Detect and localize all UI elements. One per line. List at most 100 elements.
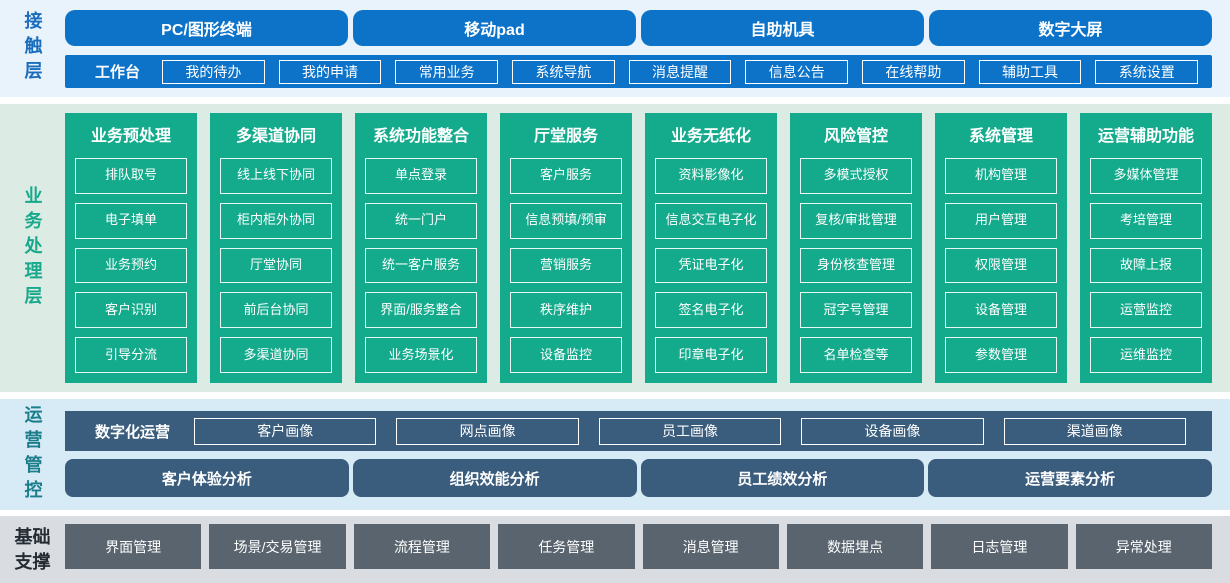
business-column-title: 系统管理 <box>968 128 1033 145</box>
business-column-item[interactable]: 凭证电子化 <box>655 247 767 284</box>
business-column-item[interactable]: 冠字号管理 <box>800 292 912 329</box>
workbench-item[interactable]: 在线帮助 <box>862 59 965 84</box>
business-column-item[interactable]: 故障上报 <box>1090 247 1202 284</box>
business-column-item[interactable]: 印章电子化 <box>655 337 767 373</box>
business-column-item[interactable]: 机构管理 <box>945 158 1057 194</box>
business-column-item[interactable]: 运维监控 <box>1090 337 1202 373</box>
business-column-item[interactable]: 多媒体管理 <box>1090 158 1202 194</box>
business-column-item[interactable]: 柜内柜外协同 <box>220 202 332 239</box>
business-column-item[interactable]: 业务预约 <box>75 247 187 284</box>
business-column-item[interactable]: 设备监控 <box>510 337 622 373</box>
foundation-item[interactable]: 日志管理 <box>931 524 1068 569</box>
business-column-item[interactable]: 资料影像化 <box>655 158 767 194</box>
foundation-item[interactable]: 界面管理 <box>65 524 202 569</box>
business-column-item[interactable]: 统一门户 <box>365 202 477 239</box>
business-column-item[interactable]: 考培管理 <box>1090 202 1202 239</box>
business-column-item[interactable]: 界面/服务整合 <box>365 292 477 329</box>
terminal-button[interactable]: PC/图形终端 <box>65 10 348 46</box>
foundation-layer-label: 基础支撑 <box>14 527 51 572</box>
foundation-item[interactable]: 任务管理 <box>498 524 635 569</box>
foundation-item[interactable]: 流程管理 <box>353 524 491 569</box>
business-column: 多渠道协同线上线下协同柜内柜外协同厅堂协同前后台协同多渠道协同 <box>210 113 342 383</box>
workbench-item[interactable]: 辅助工具 <box>978 59 1082 84</box>
workbench-item[interactable]: 常用业务 <box>395 59 499 84</box>
business-column-item[interactable]: 运营监控 <box>1090 292 1202 329</box>
business-column: 运营辅助功能多媒体管理考培管理故障上报运营监控运维监控 <box>1080 113 1212 383</box>
digital-portrait-item[interactable]: 员工画像 <box>598 417 782 445</box>
business-column-item[interactable]: 单点登录 <box>365 158 477 194</box>
business-column: 系统功能整合单点登录统一门户统一客户服务界面/服务整合业务场景化 <box>355 113 487 383</box>
business-column-item[interactable]: 名单检查等 <box>800 337 912 373</box>
foundation-item[interactable]: 场景/交易管理 <box>209 524 346 569</box>
workbench-item[interactable]: 系统导航 <box>512 59 615 84</box>
terminal-button[interactable]: 自助机具 <box>641 10 924 46</box>
business-column-item[interactable]: 线上线下协同 <box>220 158 332 194</box>
business-layer: 业务处理层 业务预处理排队取号电子填单业务预约客户识别引导分流多渠道协同线上线下… <box>0 104 1230 392</box>
foundation-layer-label-area: 基础支撑 <box>0 516 65 583</box>
digital-portrait-item[interactable]: 设备画像 <box>801 417 984 445</box>
business-column-item[interactable]: 权限管理 <box>945 247 1057 284</box>
business-column-title: 多渠道协同 <box>235 128 316 145</box>
analysis-box[interactable]: 客户体验分析 <box>65 459 349 497</box>
operations-layer: 运营管控 数字化运营 客户画像网点画像员工画像设备画像渠道画像 客户体验分析组织… <box>0 399 1230 510</box>
workbench-item[interactable]: 系统设置 <box>1095 59 1199 84</box>
business-column-item[interactable]: 业务场景化 <box>365 337 477 373</box>
workbench-item[interactable]: 我的待办 <box>162 59 265 84</box>
business-column-title: 风险管控 <box>823 128 888 145</box>
analysis-box[interactable]: 组织效能分析 <box>352 459 637 497</box>
business-column-title: 厅堂服务 <box>533 128 598 145</box>
business-column-item[interactable]: 身份核查管理 <box>800 247 912 284</box>
operations-layer-label: 运营管控 <box>22 404 43 505</box>
business-column-item[interactable]: 营销服务 <box>510 247 622 284</box>
business-column-item[interactable]: 秩序维护 <box>510 292 622 329</box>
workbench-label: 工作台 <box>95 64 141 81</box>
business-column-item[interactable]: 客户服务 <box>510 158 622 194</box>
business-column-item[interactable]: 信息预填/预审 <box>510 202 622 239</box>
contact-layer-label-area: 接触层 <box>0 0 65 97</box>
digital-operations-label: 数字化运营 <box>95 423 171 441</box>
digital-operations-items: 客户画像网点画像员工画像设备画像渠道画像 <box>194 417 1186 445</box>
workbench-items: 我的待办我的申请常用业务系统导航消息提醒信息公告在线帮助辅助工具系统设置 <box>162 59 1199 84</box>
business-column: 业务预处理排队取号电子填单业务预约客户识别引导分流 <box>65 113 197 383</box>
business-column-item[interactable]: 参数管理 <box>945 337 1057 373</box>
business-column-item[interactable]: 电子填单 <box>75 202 187 239</box>
analysis-box[interactable]: 运营要素分析 <box>928 459 1212 497</box>
foundation-item[interactable]: 数据埋点 <box>786 524 924 569</box>
business-column-item[interactable]: 排队取号 <box>75 158 187 194</box>
business-column-item[interactable]: 统一客户服务 <box>365 247 477 284</box>
analysis-box[interactable]: 员工绩效分析 <box>640 459 925 497</box>
business-column-title: 系统功能整合 <box>372 128 469 145</box>
business-column-title: 运营辅助功能 <box>1097 128 1194 145</box>
business-column-title: 业务预处理 <box>90 128 171 145</box>
business-column: 风险管控多模式授权复核/审批管理身份核查管理冠字号管理名单检查等 <box>790 113 922 383</box>
workbench-item[interactable]: 消息提醒 <box>628 59 732 84</box>
workbench-item[interactable]: 信息公告 <box>745 59 849 84</box>
business-column-item[interactable]: 多模式授权 <box>800 158 912 194</box>
foundation-item[interactable]: 消息管理 <box>642 524 779 569</box>
operations-layer-body: 数字化运营 客户画像网点画像员工画像设备画像渠道画像 客户体验分析组织效能分析员… <box>65 399 1230 510</box>
business-column-item[interactable]: 信息交互电子化 <box>655 202 767 239</box>
business-column-item[interactable]: 客户识别 <box>75 292 187 329</box>
business-column-item[interactable]: 引导分流 <box>75 337 187 373</box>
workbench-item[interactable]: 我的申请 <box>278 59 382 84</box>
digital-portrait-item[interactable]: 渠道画像 <box>1003 417 1186 445</box>
digital-portrait-item[interactable]: 网点画像 <box>396 417 579 445</box>
business-column-item[interactable]: 设备管理 <box>945 292 1057 329</box>
foundation-item[interactable]: 异常处理 <box>1075 524 1212 569</box>
business-column-item[interactable]: 用户管理 <box>945 202 1057 239</box>
terminal-button[interactable]: 移动pad <box>353 10 636 46</box>
business-column-item[interactable]: 签名电子化 <box>655 292 767 329</box>
business-columns: 业务预处理排队取号电子填单业务预约客户识别引导分流多渠道协同线上线下协同柜内柜外… <box>65 104 1230 392</box>
digital-portrait-item[interactable]: 客户画像 <box>194 417 377 445</box>
foundation-layer: 基础支撑 界面管理场景/交易管理流程管理任务管理消息管理数据埋点日志管理异常处理 <box>0 516 1230 583</box>
terminal-button[interactable]: 数字大屏 <box>929 10 1212 46</box>
digital-operations-bar: 数字化运营 客户画像网点画像员工画像设备画像渠道画像 <box>65 411 1212 451</box>
business-column-item[interactable]: 厅堂协同 <box>220 247 332 284</box>
business-column-item[interactable]: 多渠道协同 <box>220 337 332 373</box>
business-column-item[interactable]: 前后台协同 <box>220 292 332 329</box>
business-column-item[interactable]: 复核/审批管理 <box>800 202 912 239</box>
